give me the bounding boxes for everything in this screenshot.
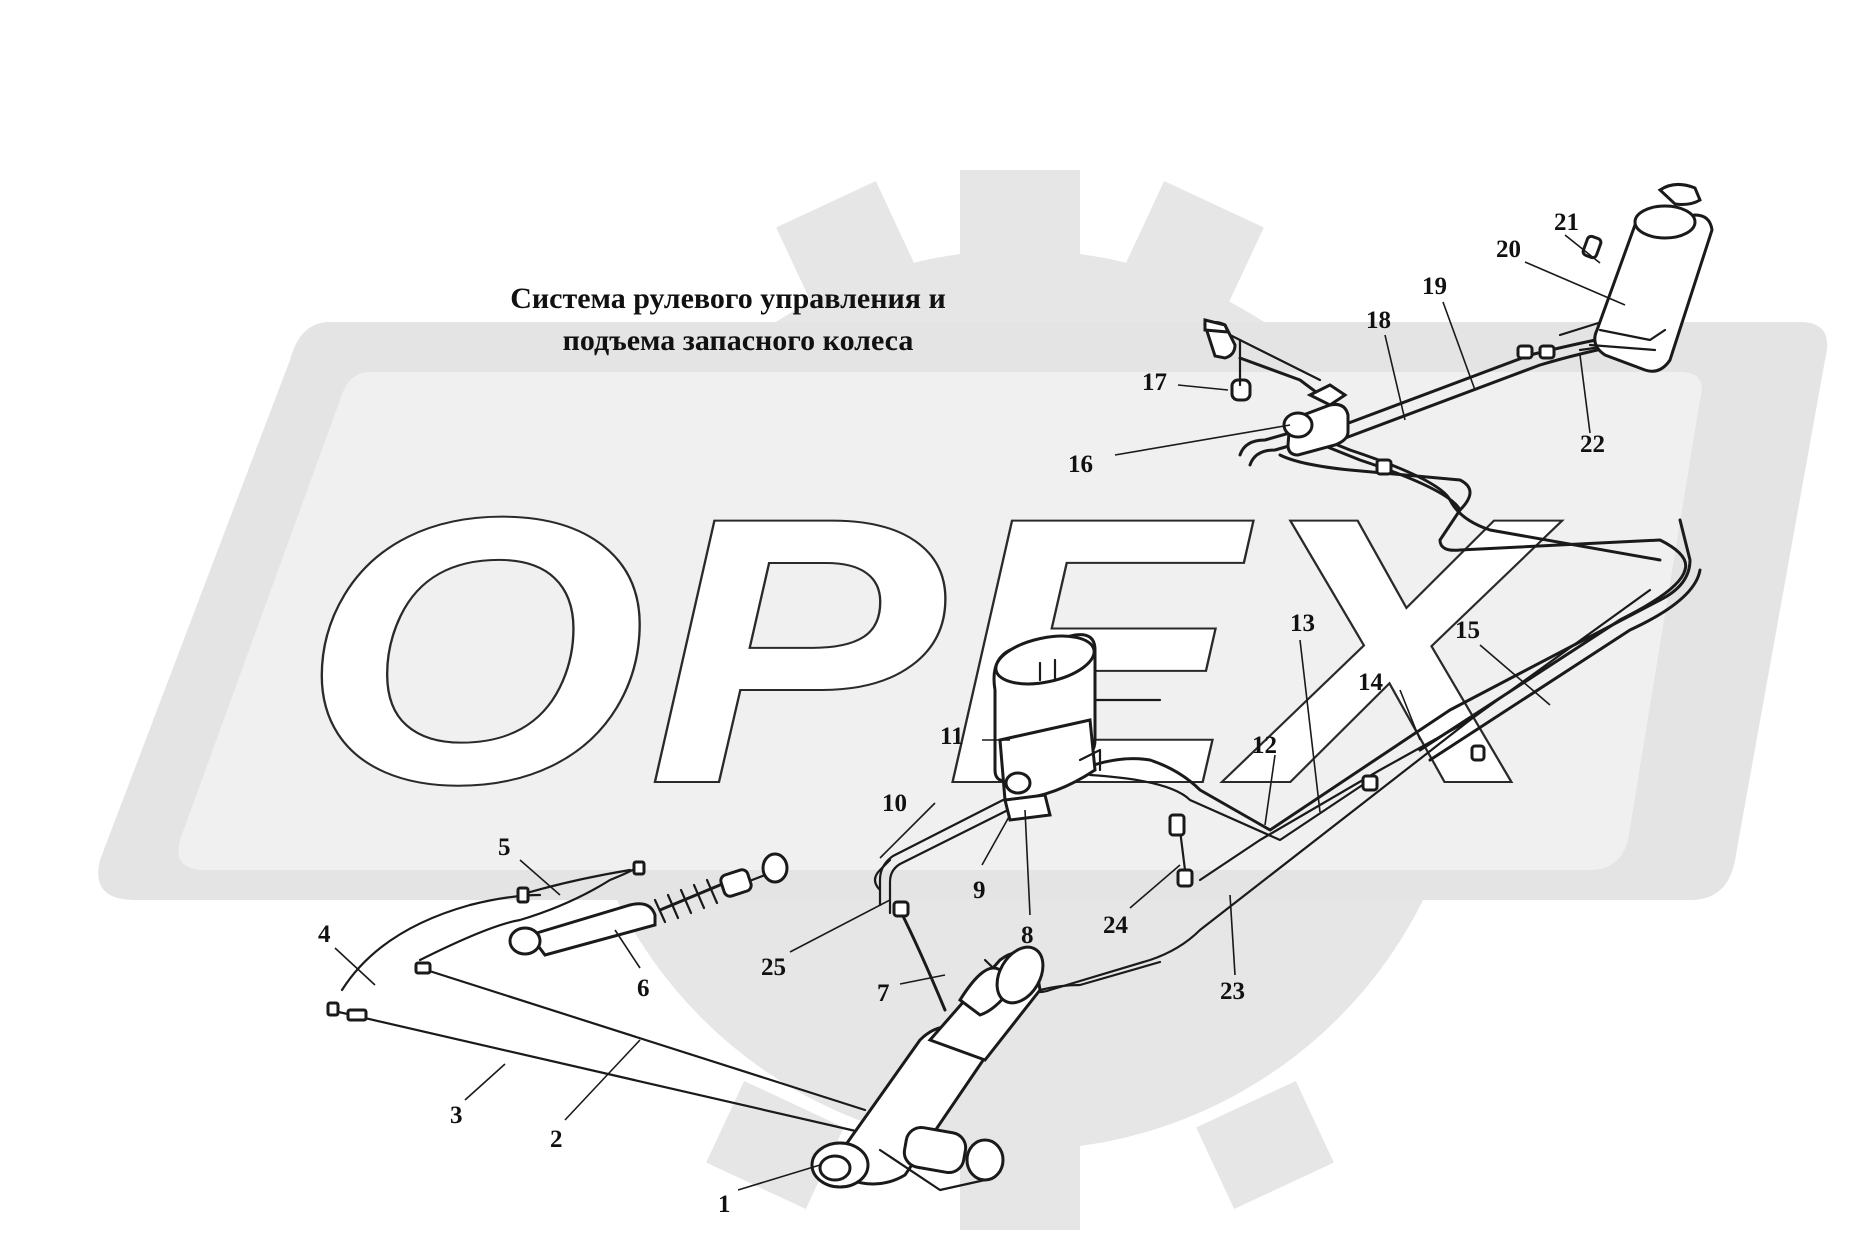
lever-17: [1203, 318, 1252, 402]
callout-5: 5: [498, 834, 511, 861]
callout-14: 14: [1358, 669, 1384, 696]
valve-16: [1282, 383, 1350, 457]
pipe-23b: [1038, 960, 1162, 992]
fittings: [326, 344, 1556, 1022]
callout-16: 16: [1068, 451, 1093, 478]
rod-3: [328, 1008, 862, 1134]
watermark-text: OPEX: [300, 438, 1563, 863]
callout-22: 22: [1580, 431, 1605, 458]
pipe-10b: [888, 808, 1010, 915]
pipe-10: [878, 798, 1005, 907]
diagram-title-line2: подъема запасного колеса: [563, 324, 914, 357]
reservoir-21: [1581, 183, 1714, 373]
pipe-15b: [1428, 568, 1702, 762]
pipe-15: [1278, 453, 1688, 752]
leader-lines: [334, 234, 1626, 1191]
callout-10: 10: [882, 790, 907, 817]
callout-1: 1: [718, 1191, 731, 1218]
callout-6: 6: [637, 975, 650, 1002]
callout-18: 18: [1366, 307, 1391, 334]
callout-17: 17: [1142, 369, 1167, 396]
pipe-16a: [1238, 428, 1662, 562]
pipe-7: [898, 908, 947, 1012]
callout-13: 13: [1290, 610, 1315, 637]
callout-20: 20: [1496, 236, 1521, 263]
callout-8: 8: [1021, 922, 1034, 949]
components: [326, 183, 1714, 1192]
linkage-17: [1238, 356, 1322, 397]
callout-23: 23: [1220, 978, 1245, 1005]
hose-5b: [518, 868, 632, 897]
callout-25: 25: [761, 954, 786, 981]
callout-24: 24: [1103, 912, 1129, 939]
rod-2: [418, 966, 867, 1112]
callout-12: 12: [1252, 732, 1277, 759]
linkage-17b: [1228, 333, 1322, 382]
callouts: 1 2 3 4 5 6 7 8 9 10 11 12 13 14 15 16 1…: [318, 209, 1605, 1218]
pipe-13: [1088, 773, 1372, 842]
hose-5: [418, 864, 642, 962]
slave-cylinder-6: [508, 852, 789, 957]
callout-15: 15: [1455, 617, 1480, 644]
hose-4: [340, 893, 542, 992]
callout-11: 11: [940, 723, 964, 750]
diagram-title-line1: Система рулевого управления и: [510, 282, 946, 315]
oil-tank-11: [992, 633, 1162, 822]
opex-watermark: OPEX: [98, 170, 1828, 1230]
pipe-25: [873, 858, 892, 892]
callout-4: 4: [318, 921, 331, 948]
callout-9: 9: [973, 877, 986, 904]
callout-7: 7: [877, 980, 890, 1007]
callout-19: 19: [1422, 273, 1447, 300]
callout-3: 3: [450, 1102, 463, 1129]
pipe-16b: [1248, 438, 1462, 512]
pipe-12: [1083, 518, 1692, 832]
callout-21: 21: [1554, 209, 1579, 236]
steering-gear-1: [810, 945, 1045, 1192]
callout-2: 2: [550, 1126, 563, 1153]
